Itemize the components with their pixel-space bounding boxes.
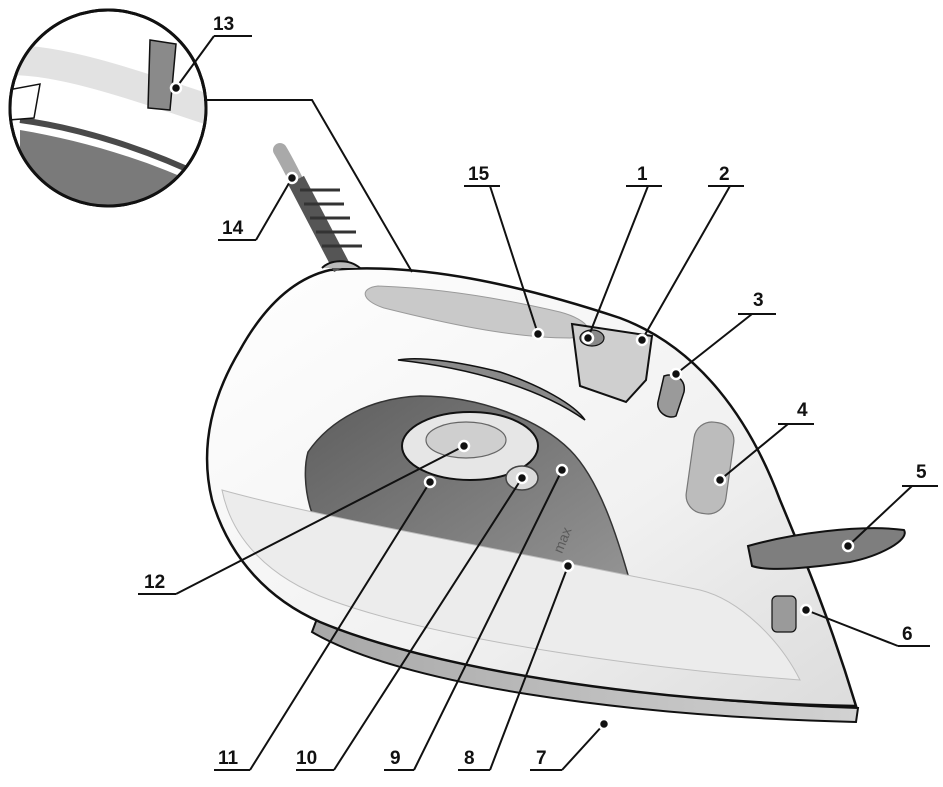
base-trim [221,489,801,681]
callout-6: 6 [799,603,930,647]
callout-number: 13 [213,14,234,35]
callout-4: 4 [713,400,814,487]
callout-number: 2 [719,164,730,185]
zoom-detail [8,8,208,208]
callout-number: 7 [536,748,547,769]
callout-12: 12 [138,439,471,595]
handle-grip [364,285,589,339]
callout-13: 13 [169,14,252,95]
rear-lever [746,527,906,570]
callout-number: 11 [218,748,239,769]
callout-number: 6 [902,624,913,645]
callout-number: 5 [916,462,927,483]
callout-number: 12 [144,572,165,593]
callout-11: 11 [214,475,437,771]
callout-number: 8 [464,748,475,769]
callout-2: 2 [635,164,744,347]
heel-rest [771,595,797,633]
callout-9: 9 [384,463,569,771]
callout-number: 14 [222,218,244,239]
power-cord [273,143,362,273]
callout-1: 1 [581,164,662,345]
callout-5: 5 [841,462,938,553]
callout-3: 3 [669,290,776,381]
callout-7: 7 [530,717,611,771]
zoom-leader [204,99,413,273]
callouts: 1 2 3 4 5 6 [138,14,938,771]
callout-number: 15 [468,164,490,185]
iron-illustration: max [205,143,906,724]
callout-number: 3 [753,290,764,311]
callout-number: 10 [296,748,317,769]
callout-10: 10 [296,471,529,771]
callout-8: 8 [458,559,575,771]
callout-number: 4 [797,400,808,421]
callout-number: 9 [390,748,401,769]
callout-15: 15 [464,164,545,341]
handle-opening [397,358,586,421]
callout-14: 14 [218,171,299,241]
callout-number: 1 [637,164,648,185]
